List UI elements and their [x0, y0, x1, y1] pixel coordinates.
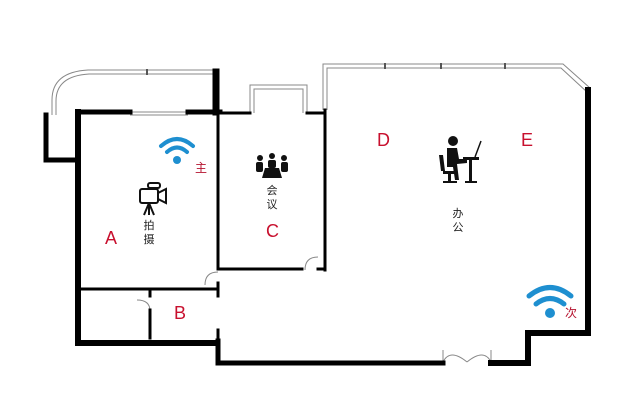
room-label-b: B	[174, 303, 187, 323]
wifi-icon	[526, 285, 574, 318]
wifi-icon	[159, 137, 195, 164]
room-label-d: D	[377, 130, 390, 150]
video-camera-icon	[139, 182, 167, 216]
meeting-icon	[256, 153, 288, 178]
windows	[51, 63, 591, 363]
room-name-a: 拍摄	[143, 219, 155, 246]
room-name-office: 办公	[452, 207, 464, 234]
ap-secondary-tag: 次	[565, 306, 578, 320]
room-label-e: E	[521, 130, 534, 150]
walls	[43, 68, 591, 366]
room-label-c: C	[266, 221, 279, 241]
room-label-a: A	[105, 228, 118, 248]
office-desk-icon	[439, 136, 482, 183]
ap-main-tag: 主	[195, 161, 208, 175]
room-name-c: 会议	[266, 184, 278, 211]
